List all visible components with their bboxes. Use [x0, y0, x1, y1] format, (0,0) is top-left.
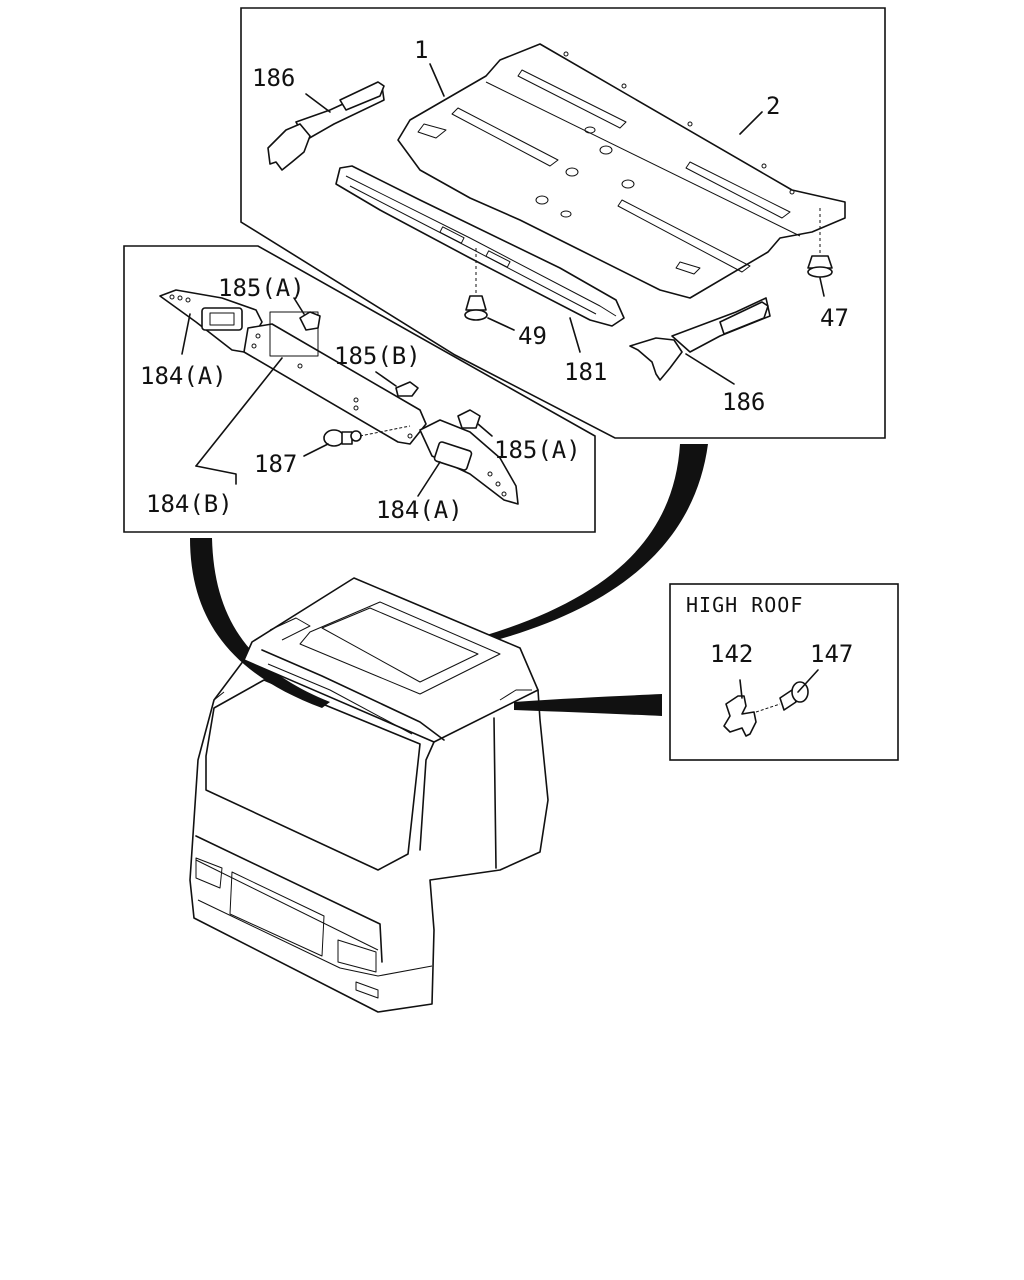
callout-147: 147 [810, 640, 853, 668]
callout-49: 49 [518, 322, 547, 350]
console-end-184A-left [159, 289, 263, 353]
side-bracket-186-right [629, 297, 771, 381]
callout-185B: 185(B) [334, 342, 421, 370]
clip-49 [464, 248, 515, 331]
leader-lines-console [181, 313, 441, 497]
callout-185A-top: 185(A) [218, 274, 305, 302]
callout-181: 181 [564, 358, 607, 386]
callout-arrows [190, 444, 708, 716]
roof-rail-181 [335, 165, 625, 327]
clip-185A-top [293, 297, 321, 331]
callout-1: 1 [414, 36, 428, 64]
side-bracket-186-left [267, 81, 385, 171]
console-end-184A-right [419, 419, 519, 505]
callout-labels: 1 2 186 47 49 181 186 185(A) 185(B) 184(… [140, 36, 853, 668]
clip-47 [807, 208, 833, 297]
callout-2: 2 [766, 92, 780, 120]
truck-cab-illustration [189, 577, 549, 1013]
callout-184A-right: 184(A) [376, 496, 463, 524]
callout-142: 142 [710, 640, 753, 668]
console-panel-184B [243, 311, 427, 445]
high-roof-inset [669, 583, 899, 761]
callout-187: 187 [254, 450, 297, 478]
inset-title: HIGH ROOF [686, 593, 803, 617]
callout-47: 47 [820, 304, 849, 332]
lamp-187 [303, 425, 411, 457]
callout-184B: 184(B) [146, 490, 233, 518]
callout-186-top: 186 [252, 64, 295, 92]
callout-184A-left: 184(A) [140, 362, 227, 390]
roof-lining-board [397, 43, 846, 299]
leader-lines-top [305, 63, 763, 385]
callout-186-bottom: 186 [722, 388, 765, 416]
clip-185A-bottom [457, 409, 493, 437]
callout-185A-bottom: 185(A) [494, 436, 581, 464]
clip-185B [375, 371, 419, 397]
